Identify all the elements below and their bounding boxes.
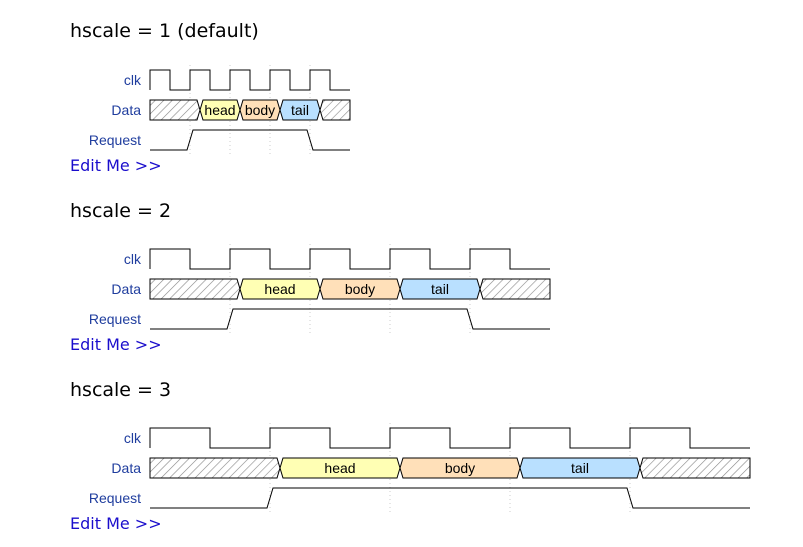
bus-segment-label-head: head [264, 281, 295, 297]
section-title-hscale-3: hscale = 3 [70, 379, 172, 401]
section-title-hscale-2: hscale = 2 [70, 200, 172, 222]
section-title-hscale-1: hscale = 1 (default) [70, 20, 259, 42]
edit-me-link-hscale-1[interactable]: Edit Me >> [70, 156, 162, 175]
clock-waveform [149, 69, 350, 91]
bus-segment-label-tail: tail [571, 460, 589, 476]
clock-waveform [149, 248, 550, 270]
bus-segment-label-body: body [245, 102, 275, 118]
signal-label-data: Data [111, 281, 141, 297]
bus-segment-label-body: body [445, 460, 475, 476]
bus-segment-unknown [479, 278, 551, 300]
bus-segment-unknown [639, 457, 751, 479]
bus-segment-unknown [149, 457, 281, 479]
request-waveform [150, 129, 350, 151]
bus-segment-label-body: body [345, 281, 375, 297]
edit-me-link-hscale-3[interactable]: Edit Me >> [70, 514, 162, 533]
bus-segment-label-head: head [204, 102, 235, 118]
request-waveform [150, 308, 550, 330]
edit-me-link-hscale-2[interactable]: Edit Me >> [70, 335, 162, 354]
signal-label-request: Request [89, 490, 141, 506]
bus-segment-label-head: head [324, 460, 355, 476]
bus-segment-unknown [149, 278, 241, 300]
signal-label-data: Data [111, 102, 141, 118]
bus-segment-unknown [319, 99, 351, 121]
signal-label-request: Request [89, 311, 141, 327]
signal-label-data: Data [111, 460, 141, 476]
signal-label-clk: clk [124, 72, 142, 88]
bus-segment-label-tail: tail [291, 102, 309, 118]
bus-segment-label-tail: tail [431, 281, 449, 297]
bus-segment-unknown [149, 99, 201, 121]
clock-waveform [149, 427, 750, 449]
signal-label-request: Request [89, 132, 141, 148]
signal-label-clk: clk [124, 251, 142, 267]
signal-label-clk: clk [124, 430, 142, 446]
request-waveform [150, 487, 750, 509]
